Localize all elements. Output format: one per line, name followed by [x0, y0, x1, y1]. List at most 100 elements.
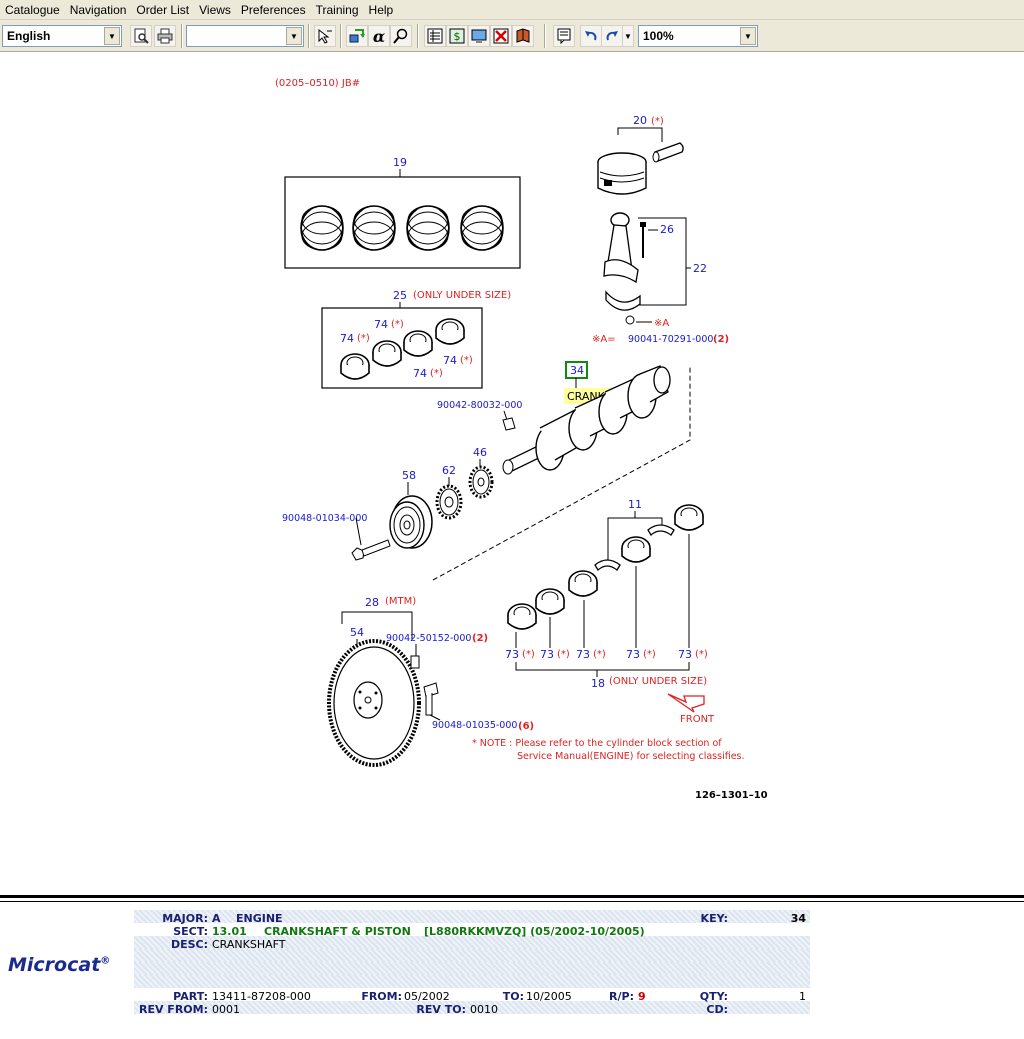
part-no-90041-70291-000[interactable]: 90041-70291-000 [628, 334, 713, 345]
navigate-button[interactable] [346, 25, 368, 47]
part-no-90048-01034-000[interactable]: 90048-01034-000 [282, 513, 367, 524]
menu-training[interactable]: Training [315, 2, 359, 17]
ref-73[interactable]: 73 [576, 648, 590, 661]
major-name: ENGINE [236, 912, 283, 925]
note-line-2: Service Manual(ENGINE) for selecting cla… [517, 751, 745, 762]
zoom-select[interactable]: 100% ▼ [638, 25, 758, 47]
class-mark: (*) [430, 368, 443, 379]
menu-bar: Catalogue Navigation Order List Views Pr… [0, 0, 1024, 20]
cd-label: CD: [706, 1003, 728, 1016]
part-number: 13411-87208-000 [212, 990, 311, 1003]
undersize-note: (ONLY UNDER SIZE) [609, 676, 707, 687]
nut-legend: ※A= [592, 334, 616, 345]
from-label: FROM: [361, 990, 402, 1003]
redo-dropdown-button[interactable]: ▼ [622, 25, 634, 47]
ref-19[interactable]: 19 [393, 156, 407, 169]
toolbar-separator [340, 24, 342, 48]
piston-ring-icon [300, 205, 344, 251]
chevron-down-icon[interactable]: ▼ [740, 27, 756, 45]
key-label: KEY: [700, 912, 728, 925]
ref-26[interactable]: 26 [660, 223, 674, 236]
part-info-panel: Microcat® MAJOR: A ENGINE KEY: 34 SECT: … [0, 904, 1024, 1039]
display-button[interactable] [468, 25, 490, 47]
price-button[interactable]: $ [446, 25, 468, 47]
ref-73[interactable]: 73 [678, 648, 692, 661]
undo-button[interactable] [580, 25, 602, 47]
ref-74[interactable]: 74 [443, 354, 457, 367]
to-label: TO: [502, 990, 524, 1003]
ref-74[interactable]: 74 [413, 367, 427, 380]
front-arrow-icon [667, 693, 705, 713]
delete-button[interactable] [490, 25, 512, 47]
part-no-90042-50152-000[interactable]: 90042-50152-000 [386, 633, 471, 644]
pulley-bolt-icon [351, 539, 391, 561]
qty-6: (6) [518, 721, 534, 732]
ref-54[interactable]: 54 [350, 626, 364, 639]
ref-73[interactable]: 73 [505, 648, 519, 661]
main-bearing-icon [568, 570, 598, 597]
ref-62[interactable]: 62 [442, 464, 456, 477]
ref-28[interactable]: 28 [365, 596, 379, 609]
model-code-label: (0205–0510) JB# [275, 78, 360, 89]
ref-22[interactable]: 22 [693, 262, 707, 275]
ref-58[interactable]: 58 [402, 469, 416, 482]
alpha-search-button[interactable]: α [368, 25, 390, 47]
ref-46[interactable]: 46 [473, 446, 487, 459]
chevron-down-icon[interactable]: ▼ [286, 27, 302, 45]
ref-18[interactable]: 18 [591, 677, 605, 690]
sect-label: SECT: [173, 925, 208, 938]
flywheel-icon [327, 639, 421, 767]
crank-gear-icon [435, 484, 463, 520]
ref-20[interactable]: 20 [633, 114, 647, 127]
rev-from-label: REV FROM: [138, 1003, 208, 1016]
flywheel-bolt-icon [423, 682, 439, 716]
class-mark: (*) [643, 649, 656, 660]
rp-value: 9 [638, 990, 646, 1003]
parts-list-button[interactable] [424, 25, 446, 47]
panel-divider [0, 895, 1024, 898]
ref-74[interactable]: 74 [374, 318, 388, 331]
book-button[interactable] [512, 25, 534, 47]
ref-25[interactable]: 25 [393, 289, 407, 302]
sect-name: CRANKSHAFT & PISTON [264, 925, 411, 938]
part-no-90042-80032-000[interactable]: 90042-80032-000 [437, 400, 522, 411]
piston-ring-icon [460, 205, 504, 251]
note-icon [557, 28, 571, 44]
menu-preferences[interactable]: Preferences [240, 2, 306, 17]
menu-views[interactable]: Views [199, 2, 231, 17]
filter-select[interactable]: ▼ [186, 25, 304, 47]
ref-73[interactable]: 73 [626, 648, 640, 661]
rev-to-value: 0010 [470, 1003, 498, 1016]
language-select[interactable]: English ▼ [2, 25, 122, 47]
desc-label: DESC: [170, 938, 208, 951]
ref-11[interactable]: 11 [628, 498, 642, 511]
print-preview-button[interactable] [130, 25, 152, 47]
book-icon [516, 28, 530, 43]
menu-navigation[interactable]: Navigation [69, 2, 127, 17]
notes-button[interactable] [553, 25, 575, 47]
dowel-pin-icon [410, 655, 420, 669]
woodruff-key-icon [502, 417, 516, 431]
redo-button[interactable] [601, 25, 623, 47]
select-tool-button[interactable] [314, 25, 336, 47]
class-mark: (*) [593, 649, 606, 660]
menu-catalogue[interactable]: Catalogue [5, 2, 60, 17]
search-button[interactable] [390, 25, 412, 47]
info-row-band [134, 910, 810, 923]
menu-order-list[interactable]: Order List [136, 2, 190, 17]
class-mark: (*) [695, 649, 708, 660]
ref-73[interactable]: 73 [540, 648, 554, 661]
chevron-down-icon[interactable]: ▼ [104, 27, 120, 45]
bearing-shell-icon [372, 340, 402, 367]
part-no-90048-01035-000[interactable]: 90048-01035-000 [432, 720, 517, 731]
list-icon [427, 28, 443, 44]
from-value: 05/2002 [404, 990, 450, 1003]
ref-34[interactable]: 34 [570, 364, 584, 377]
qty-2: (2) [713, 334, 729, 345]
ref-74[interactable]: 74 [340, 332, 354, 345]
menu-help[interactable]: Help [368, 2, 394, 17]
print-button[interactable] [154, 25, 176, 47]
undo-icon [585, 31, 597, 41]
bearing-shell-icon [403, 330, 433, 357]
redo-icon [606, 31, 618, 41]
